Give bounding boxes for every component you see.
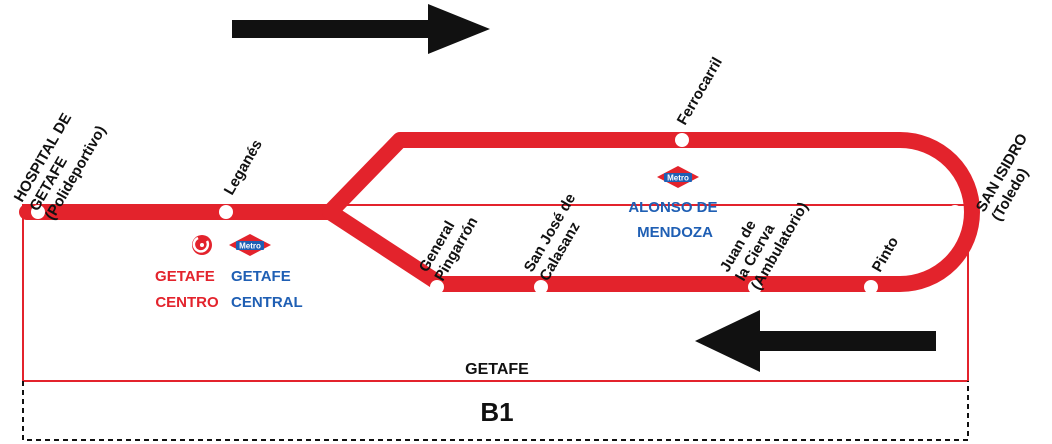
arrow-left-icon [695,310,936,372]
zone-label-b1: B1 [480,397,513,427]
station-label-leganes: Leganés [221,137,266,198]
metro-icon: Metro [229,234,271,256]
metro-badge-central: Metro [239,242,261,251]
station-label-pinto: Pinto [869,234,902,275]
transfer-metro-central-label: GETAFE CENTRAL [231,268,303,311]
metro-icon: Metro [657,166,699,188]
station-label-sanjose: San José de Calasanz [521,187,597,284]
zone-boundary-getafe [22,204,969,382]
stop-leganes [219,205,233,219]
stop-sanisidro [948,205,962,219]
zone-boundary-b1 [22,381,969,441]
station-label-general: General Pingarrón [416,205,482,284]
transfer-cercanias-label: GETAFE CENTRO [155,268,219,311]
stop-general [430,280,444,294]
stop-sanjose [534,280,548,294]
station-label-ferrocarril: Ferrocarril [674,55,726,128]
arrow-right-icon [232,4,490,54]
stop-pinto [864,280,878,294]
stop-juan [748,280,762,294]
stop-hospital [31,205,45,219]
stop-ferrocarril [675,133,689,147]
metro-badge-alonso: Metro [667,174,689,183]
cercanias-icon [192,235,212,255]
station-stops [31,133,962,294]
transfer-metro-alonso-label: ALONSO DE MENDOZA [628,199,721,241]
zone-label-getafe: GETAFE [465,361,529,378]
route-line [19,132,980,292]
station-label-sanisidro: SAN ISIDRO (Toledo) [973,127,1049,224]
